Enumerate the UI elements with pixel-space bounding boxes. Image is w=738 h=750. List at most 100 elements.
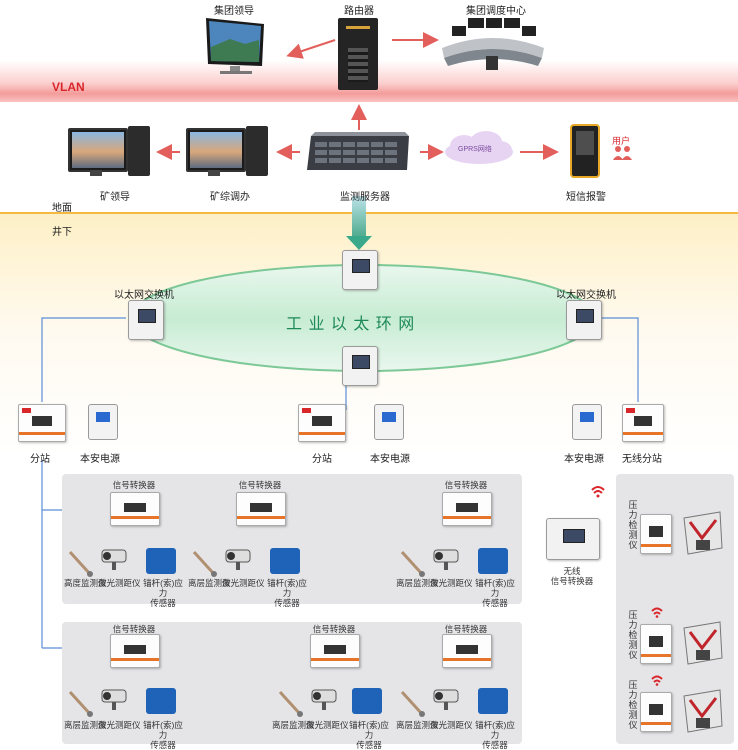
p1g3-laser-rangefinder — [430, 544, 464, 572]
p2g3-label-a: 离层监测仪 — [396, 720, 439, 730]
p2g2-label-c: 锚杆(索)应力 传感器 — [349, 720, 389, 750]
p2g3-laser-rangefinder — [430, 684, 464, 712]
mine-dispatch-label: 矿综调办 — [210, 192, 250, 203]
p1-converter-3-label: 信号转换器 — [444, 480, 488, 490]
ethernet-switch-right-label: 以太网交换机 — [556, 290, 616, 301]
p1g3-layer-sensor — [398, 548, 428, 578]
pressure-detector-1 — [640, 514, 672, 554]
p1g1-anchor-sensor — [146, 548, 176, 574]
p2g3-anchor-sensor — [478, 688, 508, 714]
ground-area-label: 地面 — [52, 203, 72, 214]
wifi-icon-3 — [650, 674, 664, 689]
p2g1-label-b: 激光测距仪 — [98, 720, 141, 730]
p2-converter-1-label: 信号转换器 — [112, 624, 156, 634]
power-right — [572, 404, 602, 440]
p1g3-anchor-sensor — [478, 548, 508, 574]
p1g2-label-c: 锚杆(索)应力 传感器 — [267, 578, 307, 608]
p1-converter-1 — [110, 492, 160, 526]
ring-switch-top — [342, 250, 378, 290]
p2g2-layer-sensor — [276, 688, 306, 718]
underground-area-label: 井下 — [52, 227, 72, 238]
ethernet-switch-left-label: 以太网交换机 — [114, 290, 174, 301]
p1g3-label-c: 锚杆(索)应力 传感器 — [475, 578, 515, 608]
group-leader-label: 集团领导 — [214, 6, 254, 17]
p1g2-label-b: 激光测距仪 — [222, 578, 265, 588]
p1g1-label-c: 锚杆(索)应力 传感器 — [143, 578, 183, 608]
p1g2-layer-sensor — [190, 548, 220, 578]
substation-left — [18, 404, 66, 442]
p2g2-label-b: 激光测距仪 — [306, 720, 349, 730]
power-left — [88, 404, 118, 440]
p2g1-laser-rangefinder — [98, 684, 132, 712]
p1g2-laser-rangefinder — [222, 544, 256, 572]
p2g1-layer-sensor — [66, 688, 96, 718]
dispatch-center-label: 集团调度中心 — [466, 6, 526, 17]
p1-converter-2-label: 信号转换器 — [238, 480, 282, 490]
mine-dispatch-monitor — [186, 128, 246, 172]
p1g1-layer-sensor — [66, 548, 96, 578]
router-label: 路由器 — [344, 6, 374, 17]
p1g1-laser-rangefinder — [98, 544, 132, 572]
substation-left-label: 分站 — [30, 454, 50, 465]
hydraulic-support-3 — [680, 686, 726, 736]
p2g2-laser-rangefinder — [308, 684, 342, 712]
pressure-label-3: 压力检测仪 — [628, 680, 638, 730]
p1g3-label-b: 激光测距仪 — [430, 578, 473, 588]
p1g1-label-b: 激光测距仪 — [98, 578, 141, 588]
mine-dispatch-tower — [246, 126, 268, 176]
sms-phone — [570, 124, 600, 178]
wireless-substation-label: 无线分站 — [622, 454, 662, 465]
p2-converter-1 — [110, 634, 160, 668]
power-left-label: 本安电源 — [80, 454, 120, 465]
arrow-router-to-leader — [286, 39, 336, 59]
group-leader-monitor — [200, 14, 272, 76]
p2g1-label-a: 离层监测仪 — [64, 720, 107, 730]
p2g3-label-c: 锚杆(索)应力 传感器 — [475, 720, 515, 750]
ground-divider — [0, 212, 738, 214]
p2-converter-3-label: 信号转换器 — [444, 624, 488, 634]
monitor-server — [305, 132, 413, 176]
mine-leader-label: 矿领导 — [100, 192, 130, 203]
user-icon — [612, 144, 634, 165]
wireless-converter — [546, 518, 600, 560]
p2g2-anchor-sensor — [352, 688, 382, 714]
pressure-label-1: 压力检测仪 — [628, 500, 638, 550]
p1g2-label-a: 离层监测仪 — [188, 578, 231, 588]
p1g1-label-a: 高度监测仪 — [64, 578, 107, 588]
user-label: 用户 — [612, 136, 631, 146]
wifi-icon — [590, 484, 606, 501]
vlan-label: VLAN — [52, 80, 85, 94]
pressure-detector-3 — [640, 692, 672, 732]
p1-converter-3 — [442, 492, 492, 526]
pressure-label-2: 压力检测仪 — [628, 610, 638, 660]
monitor-server-label: 监测服务器 — [340, 192, 390, 203]
sms-alarm-label: 短信报警 — [566, 192, 606, 203]
mine-leader-monitor — [68, 128, 128, 172]
gprs-label: GPRS网络 — [458, 146, 492, 153]
ethernet-switch-left — [128, 300, 164, 340]
mine-leader-tower — [128, 126, 150, 176]
hydraulic-support-2 — [680, 618, 726, 668]
p1-converter-1-label: 信号转换器 — [112, 480, 156, 490]
p2-converter-2-label: 信号转换器 — [312, 624, 356, 634]
wireless-substation — [622, 404, 664, 442]
gprs-cloud: GPRS网络 — [440, 130, 518, 168]
substation-mid-label: 分站 — [312, 454, 332, 465]
wifi-icon-2 — [650, 606, 664, 621]
p2g3-layer-sensor — [398, 688, 428, 718]
p2g2-label-a: 离层监测仪 — [272, 720, 315, 730]
dispatch-center-desk — [438, 14, 548, 76]
p2g1-anchor-sensor — [146, 688, 176, 714]
pressure-detector-2 — [640, 624, 672, 664]
p1-converter-2 — [236, 492, 286, 526]
ring-switch-bottom — [342, 346, 378, 386]
hydraulic-support-1 — [680, 508, 726, 558]
p2g1-label-c: 锚杆(索)应力 传感器 — [143, 720, 183, 750]
p2-converter-3 — [442, 634, 492, 668]
ring-network-label: 工 业 以 太 环 网 — [286, 316, 416, 333]
ethernet-switch-right — [566, 300, 602, 340]
power-mid — [374, 404, 404, 440]
router-device — [338, 18, 378, 90]
power-mid-label: 本安电源 — [370, 454, 410, 465]
p2-converter-2 — [310, 634, 360, 668]
